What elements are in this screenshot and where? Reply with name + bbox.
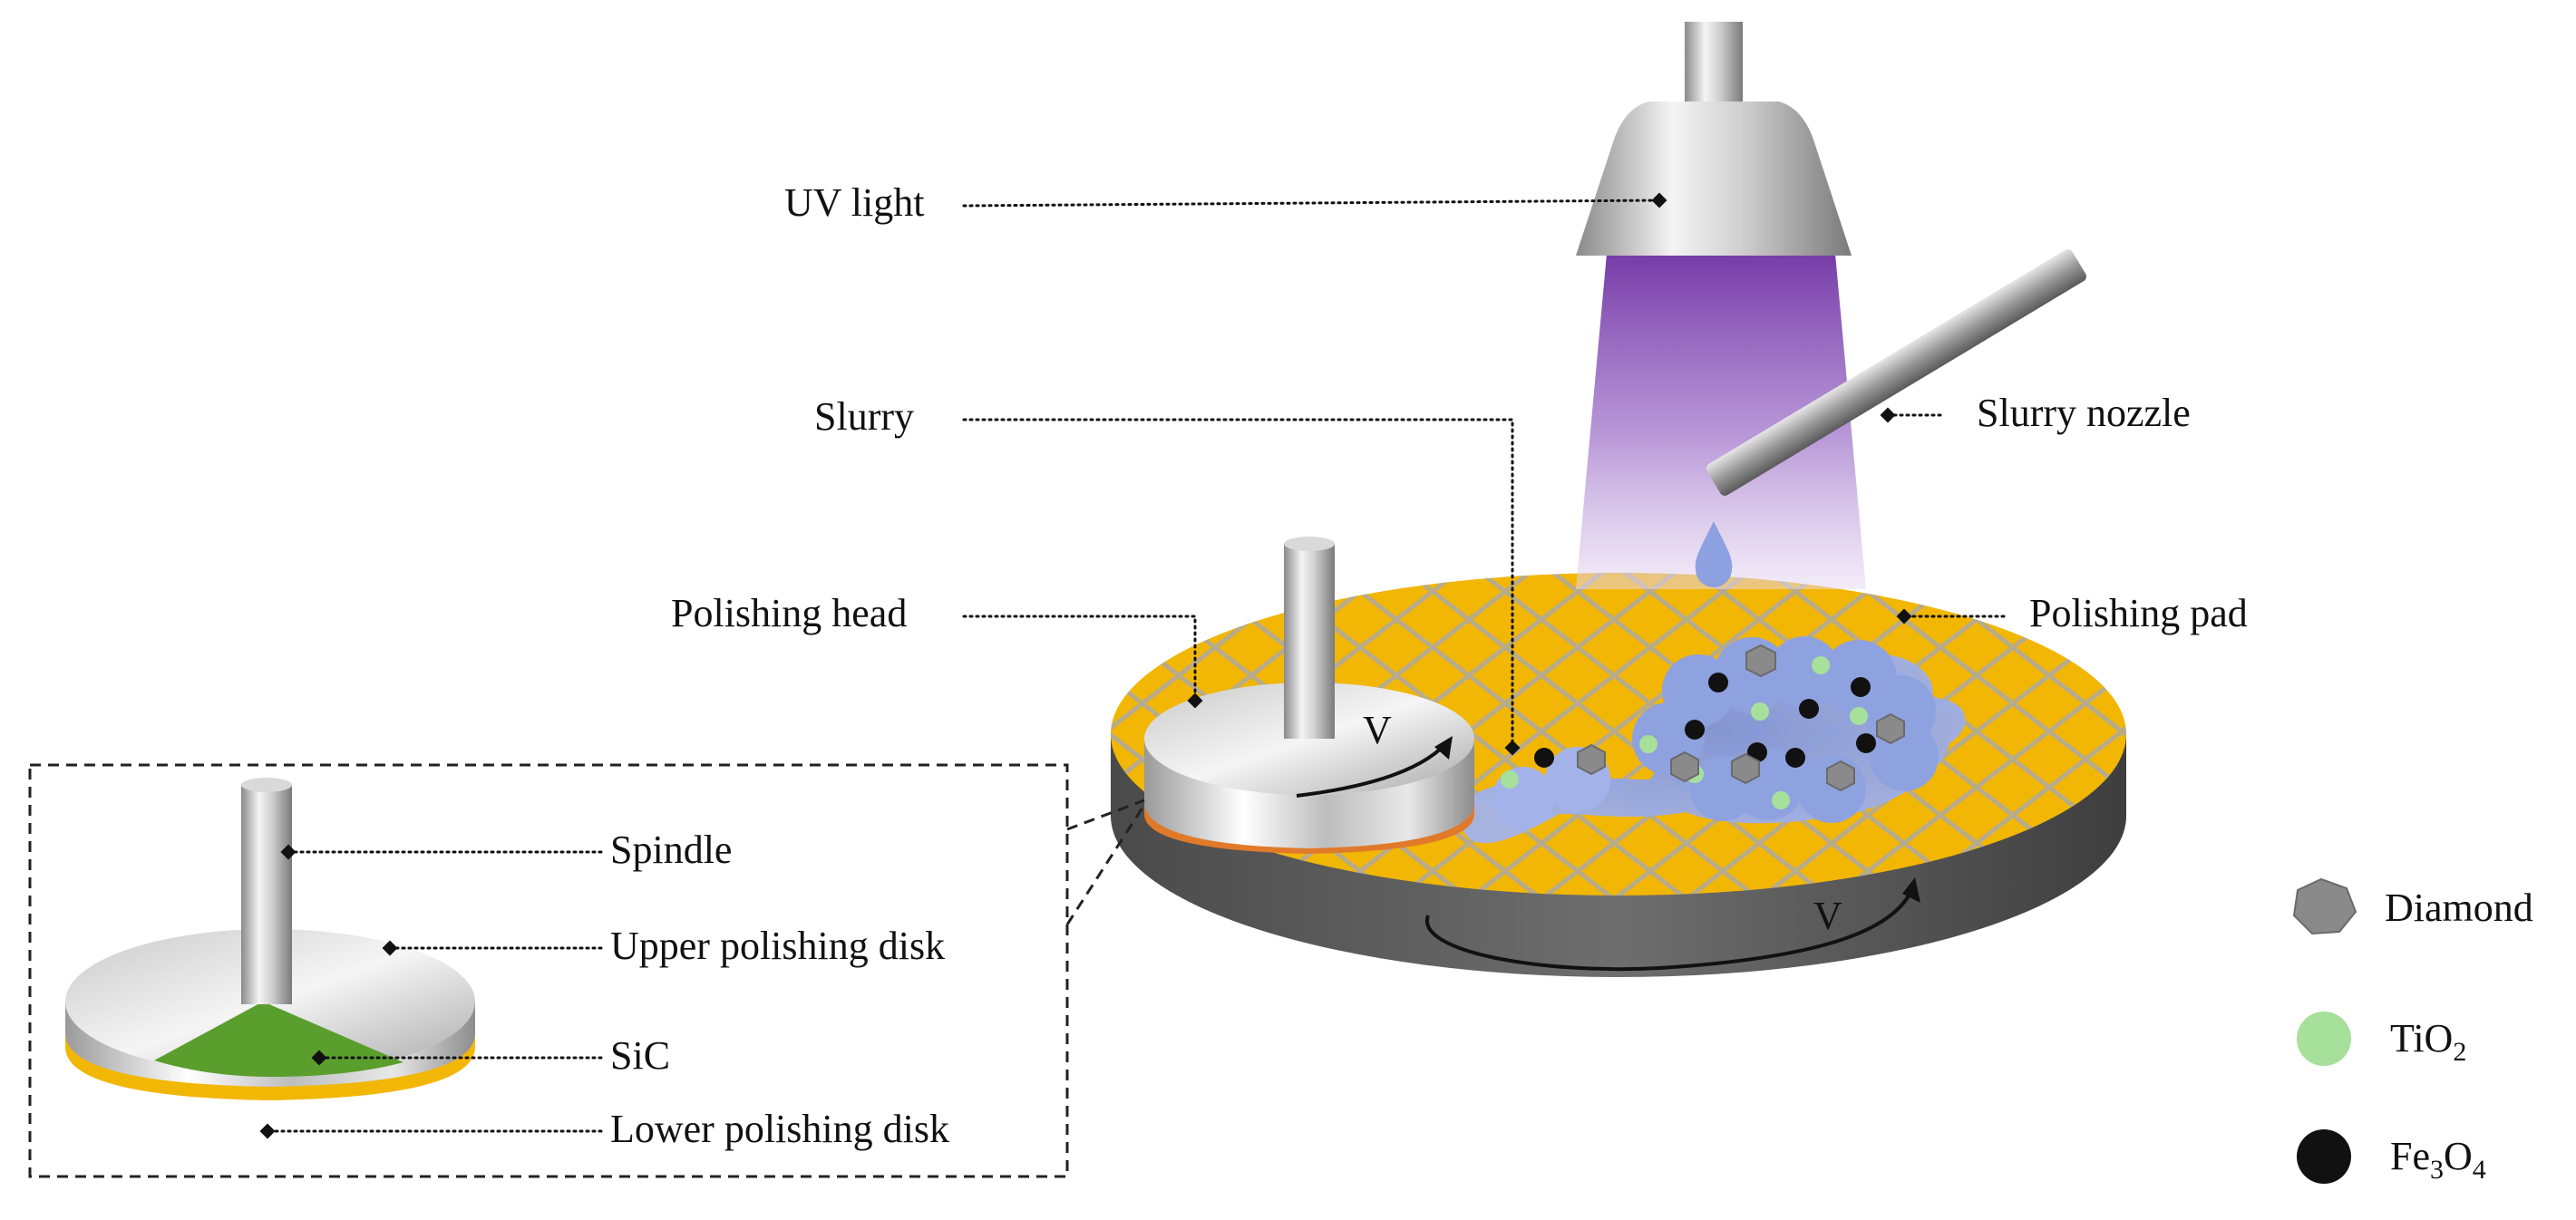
upper-polishing-disk-label: Upper polishing disk [610, 924, 945, 968]
diamond-particle [1876, 712, 1905, 745]
fe3o4-particle [1851, 677, 1871, 697]
legend-fe3o4-label: Fe3O4 [2390, 1134, 2486, 1185]
tio2-particle [1812, 656, 1830, 674]
slurry-particles [1501, 644, 1905, 809]
legend-tio2-icon [2297, 1012, 2351, 1066]
uv-lamp [1576, 22, 1852, 256]
pad-rotation-arrow: V [1424, 877, 1920, 972]
tio2-particle [1751, 702, 1769, 721]
spindle-label: Spindle [610, 828, 732, 872]
tio2-particle [1772, 791, 1790, 809]
head-velocity-label: V [1363, 708, 1392, 752]
tio2-particle [1639, 735, 1657, 753]
fe3o4-particle [1534, 748, 1554, 768]
legend-diamond-label: Diamond [2385, 886, 2533, 930]
diamond-particle [1670, 750, 1699, 783]
legend: Diamond TiO2 Fe3O4 [2292, 877, 2533, 1185]
uv-light-label: UV light [784, 180, 924, 225]
tio2-particle [1850, 707, 1868, 725]
fe3o4-particle [1785, 748, 1805, 768]
uv-lamp-stem [1685, 22, 1743, 103]
legend-diamond-icon [2292, 877, 2357, 935]
polishing-head-spindle [1284, 544, 1335, 739]
nozzle-tube [1706, 249, 2086, 496]
slurry-droplet [1695, 521, 1733, 587]
slurry-label: Slurry [814, 394, 914, 439]
head-rotation-arrow [1296, 741, 1448, 798]
tio2-particle [1501, 770, 1519, 789]
uv-beam [1576, 254, 1866, 589]
inset-spindle [241, 785, 292, 1004]
diamond-particle [1745, 644, 1776, 678]
fe3o4-particle [1799, 699, 1819, 719]
inset-connector-bottom [1065, 804, 1146, 925]
slurry-nozzle [1695, 249, 2086, 587]
inset-frame [28, 763, 1069, 1178]
polishing-head-label: Polishing head [671, 591, 907, 635]
sic-label: SiC [610, 1033, 670, 1078]
diamond-particle [1731, 752, 1760, 785]
fe3o4-particle [1708, 673, 1728, 692]
fe3o4-particle [1856, 733, 1876, 753]
polishing-pad-label: Polishing pad [2029, 591, 2248, 635]
diamond-particle [1577, 743, 1606, 776]
lower-polishing-disk-label: Lower polishing disk [610, 1107, 949, 1151]
legend-fe3o4-icon [2297, 1129, 2351, 1184]
inset-connector-top [1066, 799, 1145, 831]
legend-tio2-label: TiO2 [2390, 1016, 2466, 1067]
fe3o4-particle [1685, 720, 1705, 740]
pad-velocity-label: V [1813, 894, 1842, 938]
slurry-nozzle-label: Slurry nozzle [1977, 391, 2191, 435]
polishing-head: V [1144, 537, 1474, 854]
uv-lamp-hood [1576, 102, 1852, 256]
leader-lines [259, 192, 2006, 1139]
diamond-particle [1826, 760, 1855, 792]
inset-disk-assembly [65, 778, 475, 1100]
